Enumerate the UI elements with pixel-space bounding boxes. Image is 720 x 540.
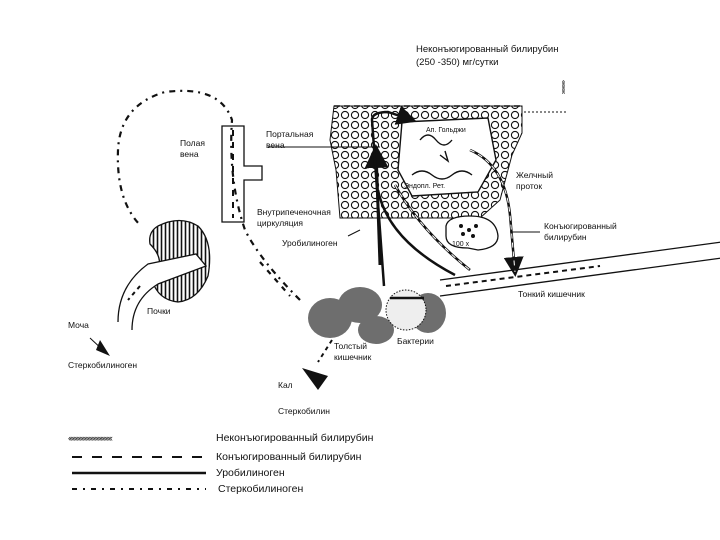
intrahepatic-label: Внутрипеченочная: [257, 207, 331, 217]
portal-vein: [268, 105, 417, 287]
legend-label-urobilinogen: Уробилиноген: [216, 467, 285, 479]
portal-vein-label-2: вена: [266, 140, 285, 150]
legend-item-stercobilinogen: Стеркобилиноген: [72, 483, 303, 495]
feces-label: Кал: [278, 380, 293, 390]
legend-label-stercobilinogen: Стеркобилиноген: [218, 483, 303, 495]
colon: [308, 287, 446, 344]
liver: Ап. Гольджи Эндопл. Рет.: [329, 105, 523, 219]
er-label: Эндопл. Рет.: [404, 183, 445, 190]
colon-label: Толстый: [334, 341, 367, 351]
svg-text:‹‹‹‹‹‹‹‹‹‹: ‹‹‹‹‹‹‹‹‹‹: [560, 80, 567, 95]
urine-arrow-icon: [96, 340, 110, 356]
endoplasmic-reticulum-icon: [411, 170, 473, 180]
bacteria-region: [385, 289, 427, 331]
intrahepatic-label-2: циркуляция: [257, 218, 303, 228]
legend-label-unconjugated: Неконъюгированный билирубин: [216, 432, 374, 444]
golgi-apparatus-icon: [419, 134, 453, 146]
legend-item-unconjugated: ‹‹‹‹‹‹‹‹‹‹‹‹‹‹‹‹‹‹‹‹‹‹‹‹‹‹‹‹‹ Неконъюгир…: [68, 432, 374, 444]
conjugated-vesicle: 100 x: [445, 215, 499, 251]
svg-text:‹‹‹‹‹‹‹‹‹‹‹‹‹‹‹‹‹‹‹‹‹‹‹‹‹‹‹‹‹: ‹‹‹‹‹‹‹‹‹‹‹‹‹‹‹‹‹‹‹‹‹‹‹‹‹‹‹‹‹: [68, 433, 113, 443]
vesicle-label: 100 x: [452, 241, 470, 248]
vena-cava-label: Полая: [180, 138, 205, 148]
bile-duct: [376, 148, 524, 277]
bile-duct-label-2: проток: [516, 181, 542, 191]
urobilinogen-label: Уробилиноген: [282, 238, 338, 248]
kidney: [117, 219, 211, 331]
ureter: [117, 253, 208, 331]
header-daily-amount: (250 -350) мг/сутки: [416, 57, 498, 68]
legend-item-urobilinogen: Уробилиноген: [72, 467, 285, 479]
small-intestine: [439, 241, 720, 297]
legend: ‹‹‹‹‹‹‹‹‹‹‹‹‹‹‹‹‹‹‹‹‹‹‹‹‹‹‹‹‹ Неконъюгир…: [68, 432, 374, 495]
sterco-circulation-line: [116, 89, 301, 301]
portal-vein-label: Портальная: [266, 129, 314, 139]
conjugated-bilirubin-label-2: билирубин: [544, 232, 587, 242]
vena-cava: [221, 125, 263, 223]
header-unconjugated-label: Неконъюгированный билирубин: [416, 44, 558, 55]
small-intestine-label: Тонкий кишечник: [518, 289, 585, 299]
colon-label-2: кишечник: [334, 352, 372, 362]
legend-item-conjugated: Конъюгированный билирубин: [72, 451, 362, 463]
feces-arrow-icon: [302, 368, 328, 390]
urine-label: Моча: [68, 320, 89, 330]
conjugated-bilirubin-label: Конъюгированный: [544, 221, 617, 231]
bacteria-label: Бактерии: [397, 336, 434, 346]
stercobilin-label: Стеркобилин: [278, 406, 330, 416]
legend-label-conjugated: Конъюгированный билирубин: [216, 451, 362, 463]
kidneys-label: Почки: [147, 306, 171, 316]
bile-duct-label: Желчный: [516, 170, 553, 180]
unconjugated-inflow-line: ‹‹‹‹‹‹‹‹‹‹: [523, 80, 567, 113]
urine-stercobilinogen-label: Стеркобилиноген: [68, 360, 137, 370]
golgi-label: Ап. Гольджи: [426, 127, 466, 134]
vena-cava-label-2: вена: [180, 149, 199, 159]
